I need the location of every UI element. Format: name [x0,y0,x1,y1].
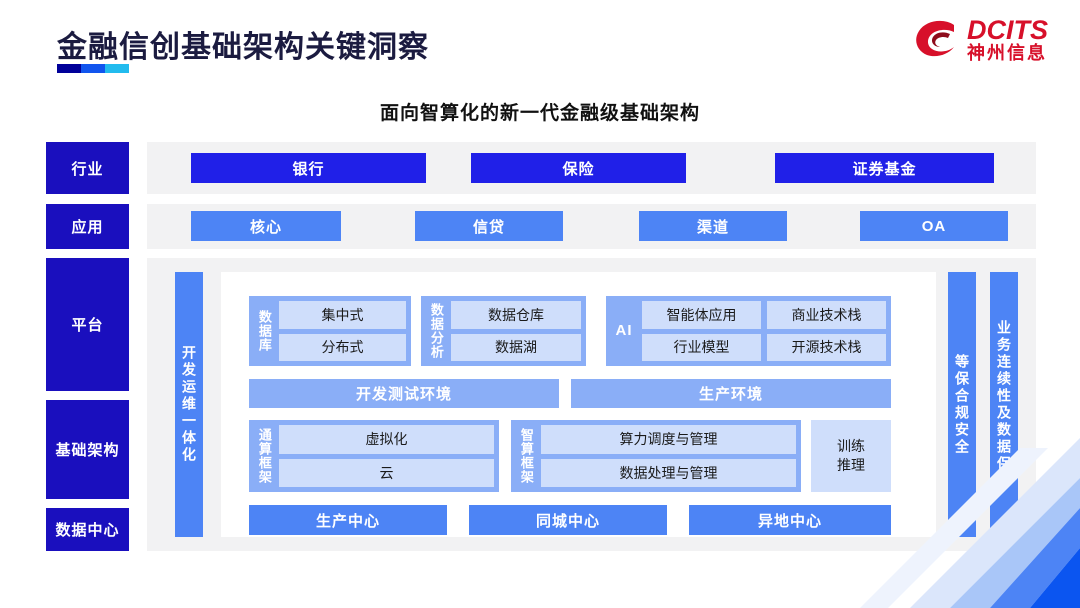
datacenter-bar-production[interactable]: 生产中心 [249,505,447,535]
platform-infra-lane-panel: 开发运维一体化 等保合规安全 业务连续性及数据保护 数据库 集中式 分布式 数据… [147,258,1036,551]
logo-cn-text: 神州信息 [967,43,1047,64]
vertical-bar-compliance-security[interactable]: 等保合规安全 [948,272,976,537]
accent-segment-navy [57,64,81,73]
accent-segment-blue [80,64,105,73]
group-smart-compute: 智算框架 算力调度与管理 数据处理与管理 [511,420,801,492]
dcits-swirl-icon [916,20,954,56]
group-label-ai: AI [615,322,633,340]
industry-chip-securities[interactable]: 证券基金 [775,153,994,183]
cell-cloud[interactable]: 云 [279,458,494,487]
group-label-data-analytics: 数据分析 [428,303,444,359]
lane-label-infrastructure: 基础架构 [46,400,129,499]
company-logo: DCITS 神州信息 [914,16,1048,63]
group-database: 数据库 集中式 分布式 [249,296,411,366]
cell-training-inference[interactable]: 训练 推理 [811,420,891,492]
cell-distributed[interactable]: 分布式 [279,333,406,361]
cell-agent-application[interactable]: 智能体应用 [642,301,761,329]
group-items-analytics: 数据仓库 数据湖 [451,301,581,361]
group-label-general-compute: 通算框架 [256,428,272,484]
cell-data-processing[interactable]: 数据处理与管理 [541,458,796,487]
application-chip-core[interactable]: 核心 [191,211,341,241]
industry-chip-insurance[interactable]: 保险 [471,153,686,183]
datacenter-bar-remote[interactable]: 异地中心 [689,505,891,535]
title-accent-bar [57,64,129,73]
group-data-analytics: 数据分析 数据仓库 数据湖 [421,296,586,366]
accent-segment-cyan [104,64,129,73]
vertical-bar-devops[interactable]: 开发运维一体化 [175,272,203,537]
cell-opensource-stack[interactable]: 开源技术栈 [767,333,886,361]
lane-label-industry: 行业 [46,142,129,194]
group-items-general-compute: 虚拟化 云 [279,425,494,487]
lane-label-platform: 平台 [46,258,129,391]
application-lane-panel: 核心 信贷 渠道 OA [147,204,1036,249]
cell-data-lake[interactable]: 数据湖 [451,333,581,361]
datacenter-bar-same-city[interactable]: 同城中心 [469,505,667,535]
ai-column-right: 商业技术栈 开源技术栈 [767,301,886,361]
cell-centralized[interactable]: 集中式 [279,301,406,329]
cell-industry-model[interactable]: 行业模型 [642,333,761,361]
cell-data-warehouse[interactable]: 数据仓库 [451,301,581,329]
diagram-subtitle: 面向智算化的新一代金融级基础架构 [379,103,700,124]
vertical-bar-business-continuity[interactable]: 业务连续性及数据保护 [990,272,1018,537]
group-label-database: 数据库 [256,310,272,352]
group-label-smart-compute: 智算框架 [518,428,534,484]
group-general-compute: 通算框架 虚拟化 云 [249,420,499,492]
lane-label-application: 应用 [46,204,129,249]
industry-lane-panel: 银行 保险 证券基金 [147,142,1036,194]
page-title: 金融信创基础架构关键洞察 [57,31,429,64]
architecture-diagram: 行业 应用 平台 基础架构 数据中心 银行 保险 证券基金 核心 信贷 渠道 O… [46,142,1036,567]
group-items-database: 集中式 分布式 [279,301,406,361]
logo-en-text: DCITS [967,15,1048,45]
env-bar-dev-test[interactable]: 开发测试环境 [249,379,559,408]
logo-text: DCITS 神州信息 [967,16,1048,63]
group-items-ai: 智能体应用 行业模型 商业技术栈 开源技术栈 [642,301,886,361]
cell-virtualization[interactable]: 虚拟化 [279,425,494,454]
lane-label-datacenter: 数据中心 [46,508,129,551]
application-chip-channel[interactable]: 渠道 [639,211,787,241]
group-items-smart-compute: 算力调度与管理 数据处理与管理 [541,425,796,487]
cell-compute-scheduling[interactable]: 算力调度与管理 [541,425,796,454]
page-header: 金融信创基础架构关键洞察 DCITS 神州信息 [0,0,1080,90]
application-chip-oa[interactable]: OA [860,211,1008,241]
group-ai: AI 智能体应用 行业模型 商业技术栈 开源技术栈 [606,296,891,366]
industry-chip-bank[interactable]: 银行 [191,153,426,183]
training-inference-text: 训练 推理 [837,438,865,473]
inner-board: 数据库 集中式 分布式 数据分析 数据仓库 数据湖 AI 智能体应用 [221,272,936,537]
cell-commercial-stack[interactable]: 商业技术栈 [767,301,886,329]
env-bar-production[interactable]: 生产环境 [571,379,891,408]
application-chip-credit[interactable]: 信贷 [415,211,563,241]
ai-column-left: 智能体应用 行业模型 [642,301,761,361]
